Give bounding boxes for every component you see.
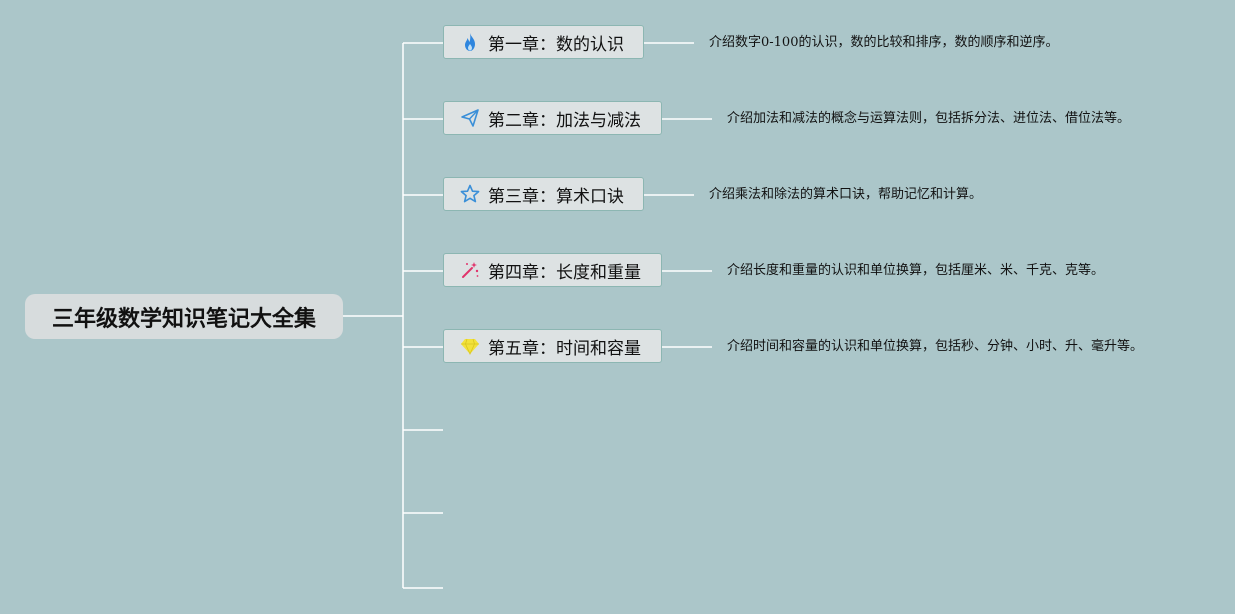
chapter-description-4: 介绍长度和重量的认识和单位换算，包括厘米、米、千克、克等。 bbox=[727, 263, 1105, 278]
chapter-title-1: 第一章：数的认识 bbox=[488, 34, 624, 55]
gem-icon bbox=[460, 336, 480, 356]
chapter-title-3: 第三章：算术口诀 bbox=[488, 186, 624, 207]
chapter-title-4: 第四章：长度和重量 bbox=[488, 262, 641, 283]
chapter-node-3[interactable]: 第三章：算术口诀 bbox=[443, 177, 644, 211]
chapter-node-5[interactable]: 第五章：时间和容量 bbox=[443, 329, 662, 363]
star-icon bbox=[460, 184, 480, 204]
chapter-description-3: 介绍乘法和除法的算术口诀，帮助记忆和计算。 bbox=[709, 187, 983, 202]
chapter-node-1[interactable]: 第一章：数的认识 bbox=[443, 25, 644, 59]
chapter-description-5: 介绍时间和容量的认识和单位换算，包括秒、分钟、小时、升、毫升等。 bbox=[727, 339, 1144, 354]
root-topic-label: 三年级数学知识笔记大全集 bbox=[51, 306, 316, 332]
chapter-description-2: 介绍加法和减法的概念与运算法则，包括拆分法、进位法、借位法等。 bbox=[727, 111, 1131, 126]
chapter-node-2[interactable]: 第二章：加法与减法 bbox=[443, 101, 662, 135]
chapter-title-2: 第二章：加法与减法 bbox=[488, 110, 641, 131]
chapter-node-4[interactable]: 第四章：长度和重量 bbox=[443, 253, 662, 287]
flame-icon bbox=[460, 32, 480, 52]
magic-wand-icon bbox=[460, 260, 480, 280]
chapter-description-1: 介绍数字0-100的认识，数的比较和排序，数的顺序和逆序。 bbox=[709, 35, 1059, 50]
paper-plane-icon bbox=[460, 108, 480, 128]
chapter-title-5: 第五章：时间和容量 bbox=[488, 338, 641, 359]
root-topic[interactable]: 三年级数学知识笔记大全集 bbox=[25, 294, 343, 339]
